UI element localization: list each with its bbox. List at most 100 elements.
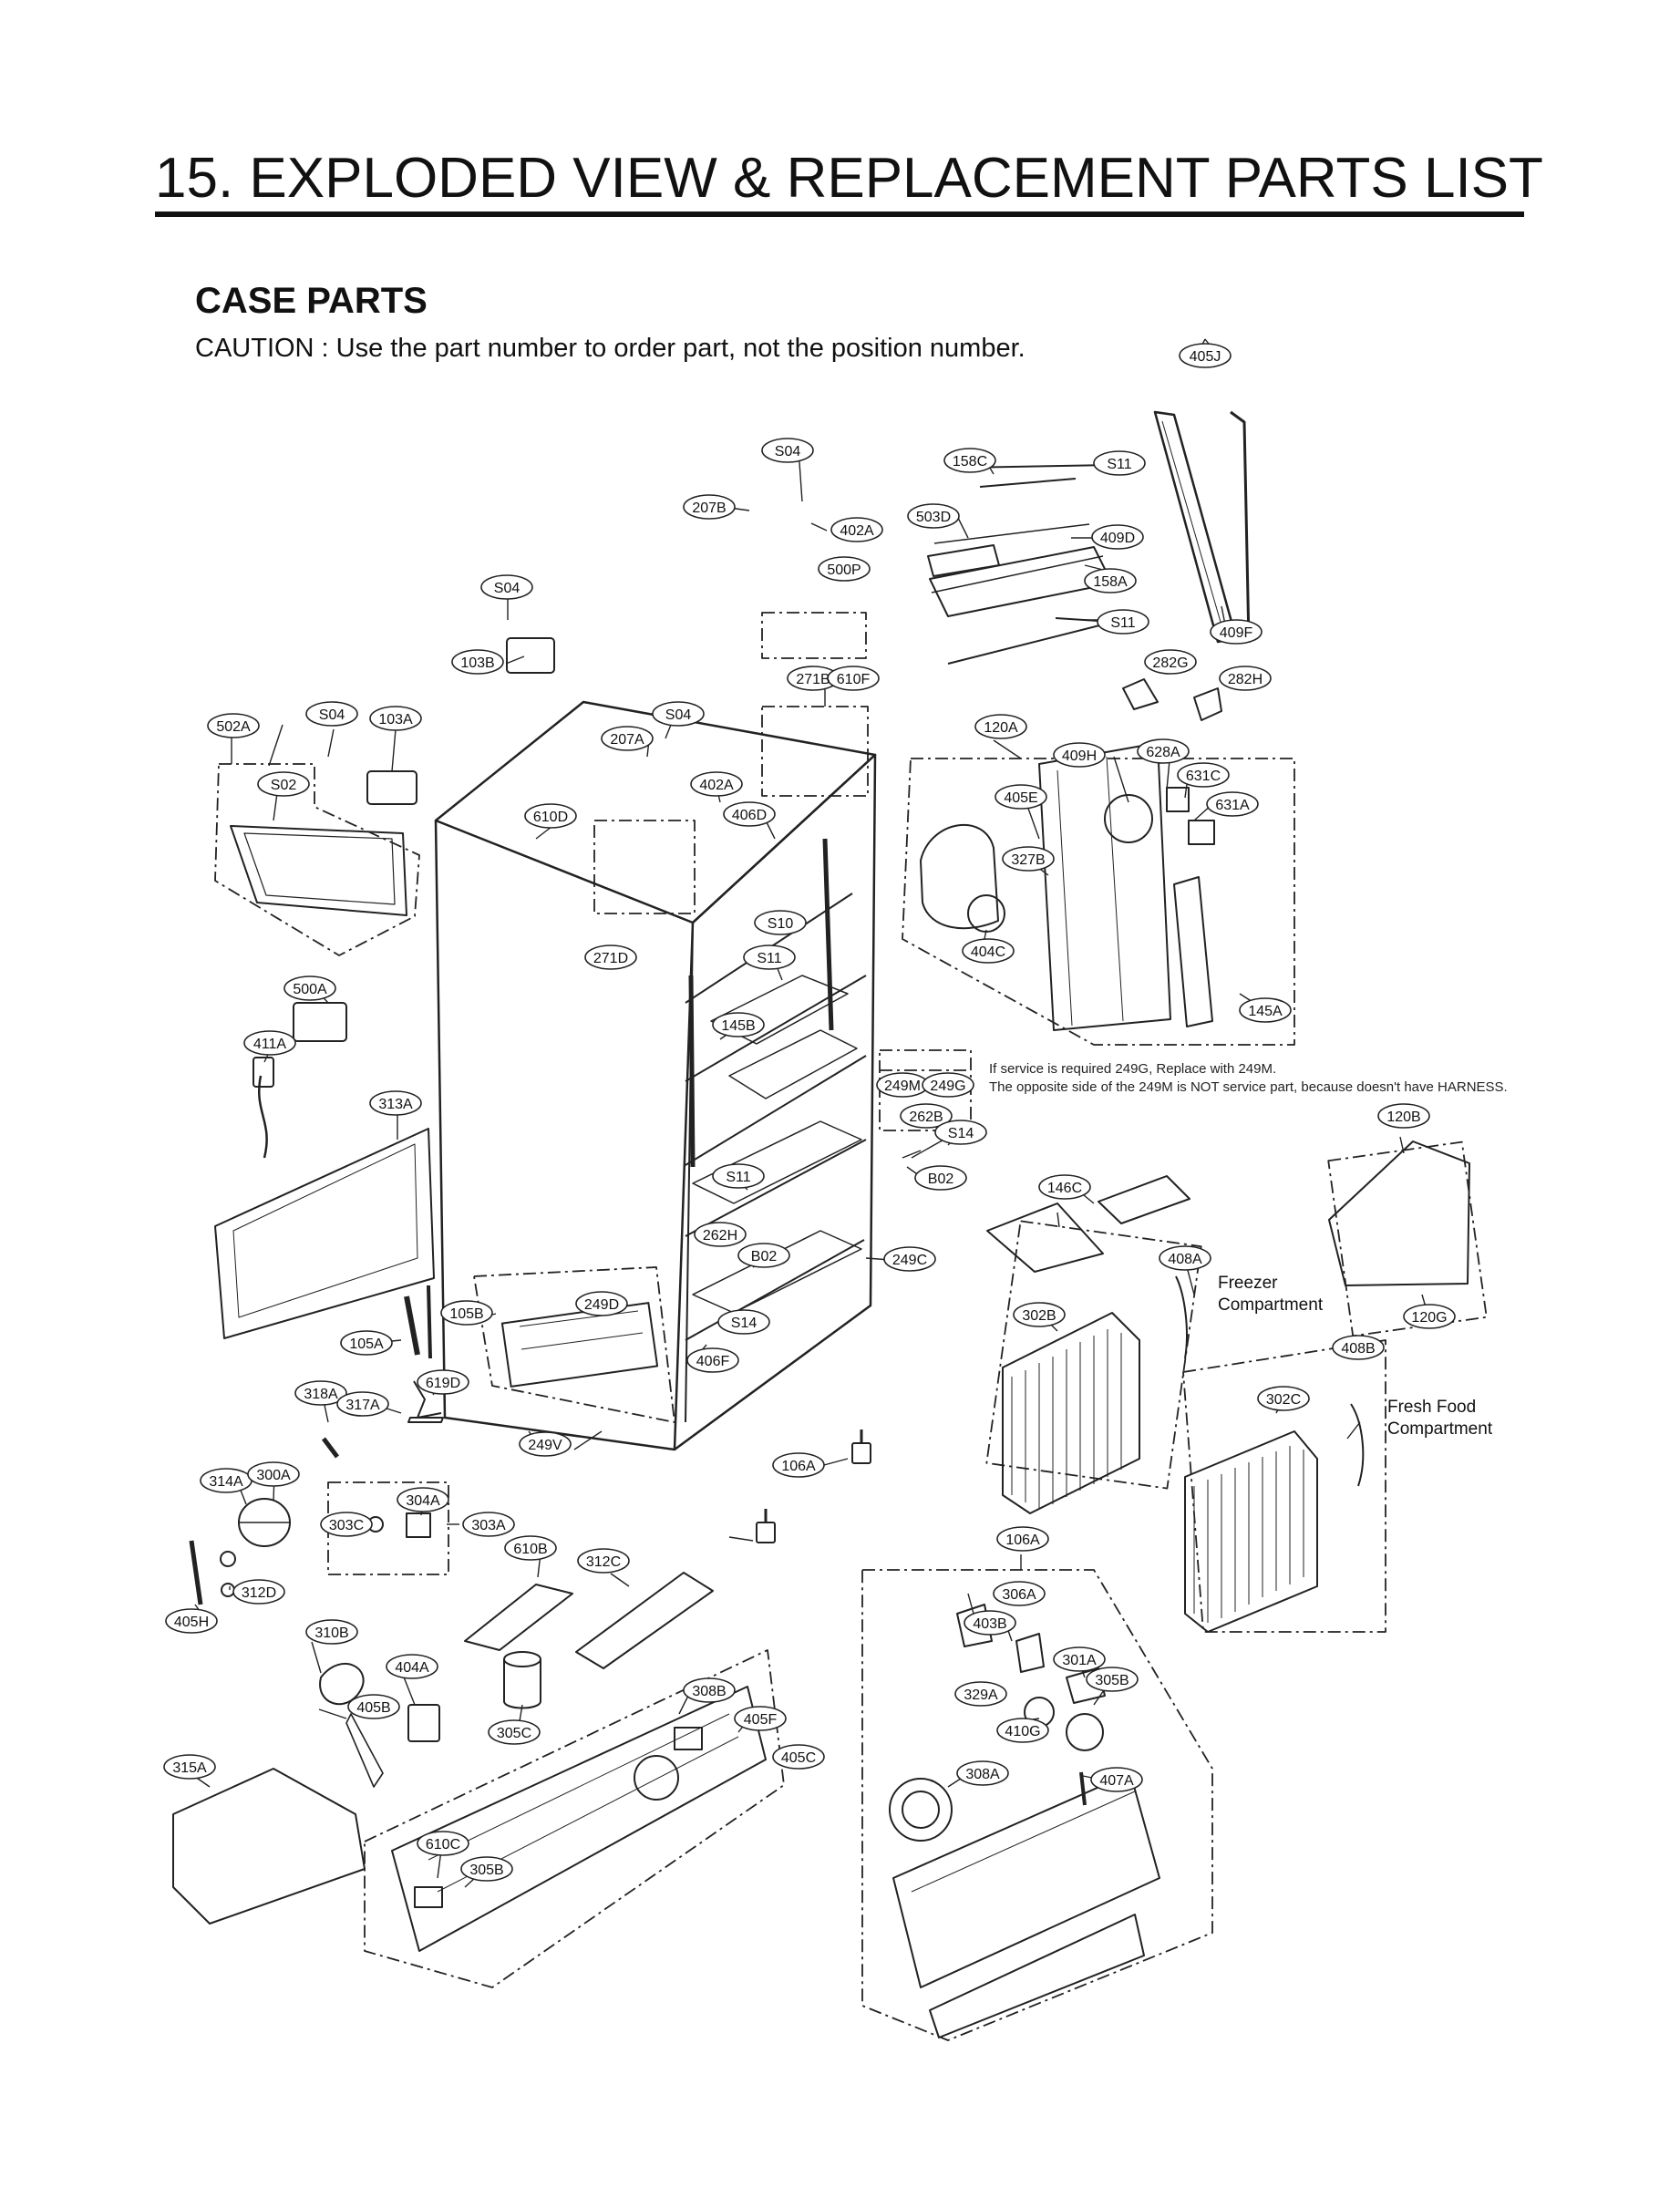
callout-oval: [830, 517, 883, 542]
callout-oval: [440, 1300, 493, 1326]
callout-oval: [723, 801, 776, 827]
callout-oval: [232, 1579, 285, 1605]
callout-oval: [1403, 1304, 1456, 1329]
callout-oval: [257, 771, 310, 797]
callout-oval: [163, 1754, 216, 1780]
callout-label: 145B: [721, 1018, 755, 1034]
callout-oval: [934, 1120, 987, 1145]
service-note: If service is required 249G, Replace wit…: [989, 1060, 1508, 1097]
callout-label: 271B: [796, 672, 830, 687]
callout-oval: [1210, 619, 1263, 645]
callout-label: 106A: [1005, 1533, 1040, 1548]
callout-oval: [652, 701, 705, 727]
callout-label: 262B: [909, 1109, 943, 1125]
callout-oval: [524, 803, 577, 829]
callout-oval: [504, 1535, 557, 1561]
callout-label: 502A: [216, 719, 251, 735]
callout-oval: [1377, 1103, 1430, 1129]
callout-label: 282H: [1228, 672, 1263, 687]
callout-label: 207B: [692, 501, 726, 516]
callout-oval: [1038, 1174, 1091, 1200]
callout-label: 402A: [699, 778, 734, 793]
callout-oval: [340, 1330, 393, 1356]
callout-oval: [956, 1760, 1009, 1786]
callout-label: 103B: [460, 655, 494, 671]
parts-upper-right: [920, 410, 1470, 1286]
callout-oval: [827, 666, 880, 691]
callout-label: S14: [731, 1316, 758, 1331]
callout-oval: [1091, 524, 1144, 550]
callout-oval: [480, 574, 533, 600]
cabinet-body: [434, 700, 877, 1451]
callout-label: 405B: [356, 1700, 390, 1716]
caution-text: CAUTION : Use the part number to order p…: [195, 334, 1026, 363]
callout-label: 409H: [1062, 748, 1097, 764]
callout-oval: [712, 1012, 765, 1037]
callout-oval: [907, 503, 960, 529]
freezer-label-line-2: Compartment: [1218, 1295, 1324, 1315]
callout-oval: [686, 1347, 739, 1373]
callout-oval: [577, 1548, 630, 1574]
callout-label: 312C: [586, 1554, 621, 1570]
callout-oval: [683, 494, 736, 520]
callout-oval: [1257, 1386, 1310, 1411]
freezer-label-line-1: Freezer: [1218, 1274, 1278, 1293]
callout-label: 106A: [781, 1459, 816, 1474]
callout-label: 405H: [174, 1615, 209, 1630]
callout-label: 610F: [837, 672, 871, 687]
callout-oval: [772, 1452, 825, 1478]
callout-label: 404C: [971, 944, 1005, 960]
parts-left: [172, 637, 714, 1925]
callout-oval: [914, 1165, 967, 1191]
callout-oval: [247, 1461, 300, 1487]
callout-oval: [305, 1619, 358, 1645]
callout-label: S11: [757, 951, 781, 966]
callout-label: S04: [319, 707, 345, 723]
callout-label: 619D: [426, 1376, 460, 1391]
callout-label: S14: [948, 1126, 974, 1141]
callout-oval: [1332, 1335, 1385, 1360]
callout-oval: [1053, 1646, 1106, 1672]
callout-label: 120B: [1386, 1109, 1420, 1125]
callout-oval: [1137, 738, 1190, 764]
callout-oval: [386, 1654, 438, 1679]
callout-oval: [451, 649, 504, 675]
callout-label: 305C: [497, 1726, 531, 1741]
callout-label: 303C: [329, 1518, 364, 1533]
callout-oval: [417, 1369, 469, 1395]
callout-oval: [1144, 649, 1197, 675]
callout-oval: [519, 1431, 572, 1457]
callout-oval: [712, 1163, 765, 1189]
callout-label: 500A: [293, 982, 327, 997]
callout-oval: [1013, 1302, 1066, 1327]
callout-label: 610C: [426, 1837, 460, 1853]
callout-oval: [1239, 997, 1292, 1023]
callout-oval: [462, 1512, 515, 1537]
callout-oval: [1219, 666, 1272, 691]
callout-oval: [243, 1030, 296, 1056]
callout-label: 301A: [1062, 1653, 1097, 1668]
callout-label: 305B: [1095, 1673, 1129, 1688]
callout-label: 327B: [1011, 852, 1045, 868]
callout-label: 402A: [840, 523, 874, 539]
page-title: 15. EXPLODED VIEW & REPLACEMENT PARTS LI…: [155, 147, 1543, 210]
callout-oval: [754, 910, 807, 935]
callout-label: 408B: [1341, 1341, 1375, 1357]
callout-oval: [283, 975, 336, 1001]
callout-label: 271D: [593, 951, 628, 966]
callout-label: 249M: [884, 1079, 921, 1094]
callout-label: 610B: [513, 1542, 547, 1557]
callout-label: 628A: [1146, 745, 1180, 760]
callout-label: 105B: [449, 1306, 483, 1322]
callout-label: 407A: [1099, 1773, 1134, 1789]
callout-oval: [369, 1090, 422, 1116]
callout-label: 302B: [1022, 1308, 1056, 1324]
callout-label: 103A: [378, 712, 413, 728]
callout-oval: [683, 1677, 736, 1703]
callout-label: S11: [1107, 457, 1131, 472]
callout-label: 308B: [692, 1684, 726, 1699]
callout-label: S04: [775, 444, 801, 459]
callout-oval: [694, 1222, 747, 1247]
callout-oval: [488, 1719, 541, 1745]
callout-label: 405C: [781, 1750, 816, 1766]
